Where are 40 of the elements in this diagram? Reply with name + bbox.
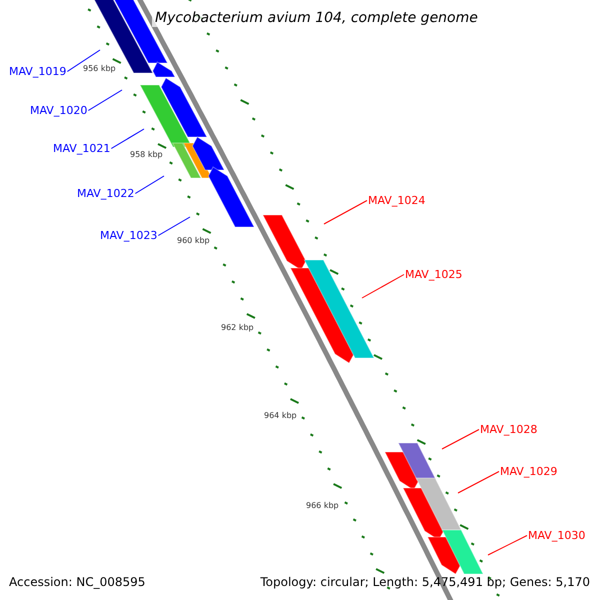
leader-line: [442, 429, 480, 450]
gene-label: MAV_1023: [100, 229, 158, 242]
scale-label: 956 kbp: [83, 64, 116, 74]
leader-line: [134, 176, 164, 194]
leader-line: [158, 216, 190, 236]
gene-block: [208, 166, 255, 228]
genome-summary-text: Topology: circular; Length: 5,475,491 bp; Genes: 5,170: [260, 575, 590, 589]
gene-block: [160, 77, 208, 138]
gene-label: MAV_1019: [9, 65, 66, 78]
scale-label: 964 kbp: [264, 411, 297, 421]
leader-line: [324, 200, 368, 224]
leader-line: [488, 535, 528, 556]
gene-block: [290, 268, 355, 364]
gene-label: MAV_1028: [480, 423, 538, 436]
scale-label: 962 kbp: [221, 323, 254, 333]
leader-line: [362, 274, 404, 298]
leader-line: [458, 471, 500, 494]
gene-block: [192, 136, 226, 170]
scale-label: 958 kbp: [130, 150, 163, 160]
gene-block: [139, 84, 193, 148]
gene-label: MAV_1021: [53, 142, 110, 155]
gene-label: MAV_1024: [368, 194, 426, 207]
gene-label: MAV_1030: [528, 529, 586, 542]
gene-label: MAV_1022: [77, 187, 134, 200]
gene-label: MAV_1020: [30, 104, 88, 117]
gene-block: [426, 536, 462, 575]
gene-block: [415, 478, 462, 530]
gene-label: MAV_1025: [405, 268, 462, 281]
gene-label: MAV_1029: [500, 465, 558, 478]
gene-block: [398, 442, 437, 480]
scale-label: 966 kbp: [306, 501, 339, 511]
accession-text: Accession: NC_008595: [9, 575, 146, 589]
gene-block: [152, 61, 176, 78]
gene-block: [441, 530, 484, 574]
leader-line: [88, 90, 122, 111]
gene-block: [304, 260, 375, 358]
scale-label: 960 kbp: [177, 236, 210, 246]
leader-line: [110, 128, 144, 149]
gene-block: [172, 142, 202, 178]
leader-line: [66, 50, 100, 72]
